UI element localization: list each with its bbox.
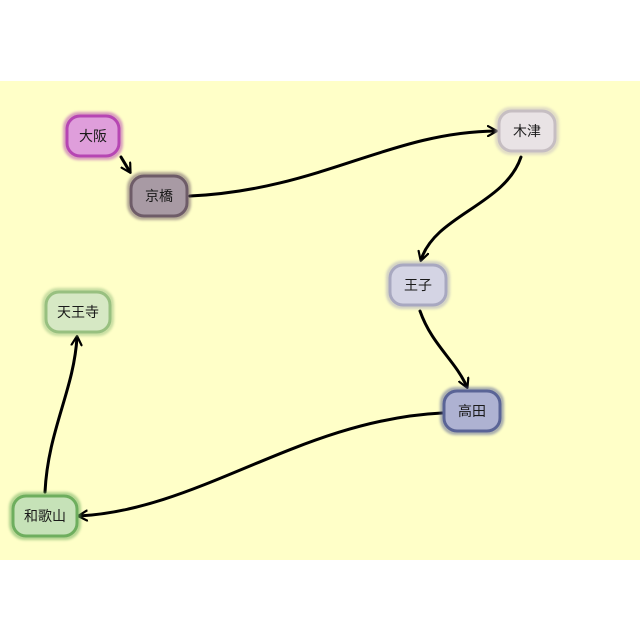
node-tennoji-body [44,290,112,334]
edge-oji-to-takada [418,309,467,387]
node-kizu[interactable]: 木津 [495,107,559,155]
node-oji-shape [386,261,450,309]
node-oji-body [388,263,448,307]
node-takada-body [442,389,502,433]
edge-kizu-to-oji [421,155,523,260]
node-takada-shape [440,387,504,435]
edge-wakayama-to-tennoji [43,337,77,494]
node-takada[interactable]: 高田 [440,387,504,435]
node-wakayama[interactable]: 和歌山 [9,492,81,540]
node-wakayama-shape [9,492,81,540]
node-kyobashi-label: 京橋 [145,189,173,205]
edge-takada-to-wakayama [79,411,444,516]
edge-osaka-to-kyobashi [119,155,130,172]
node-osaka-label: 大阪 [79,129,107,145]
node-kizu-shape [495,107,559,155]
node-kizu-label: 木津 [513,124,541,140]
node-tennoji-shape [42,288,114,336]
edge-kyobashi-to-kizu [188,131,496,198]
node-tennoji-label: 天王寺 [57,305,99,321]
node-kyobashi[interactable]: 京橋 [127,172,191,220]
edges-layer [43,131,523,516]
node-oji-label: 王子 [404,278,432,294]
node-osaka[interactable]: 大阪 [63,112,123,160]
node-osaka-shape [63,112,123,160]
node-kyobashi-body [129,174,189,218]
node-kizu-body [497,109,557,153]
node-tennoji[interactable]: 天王寺 [42,288,114,336]
node-wakayama-label: 和歌山 [24,509,66,525]
node-osaka-body [65,114,121,158]
node-takada-label: 高田 [458,403,486,420]
node-wakayama-body [11,494,79,538]
node-oji[interactable]: 王子 [386,261,450,309]
node-kyobashi-shape [127,172,191,220]
nodes-layer: 大阪 京橋 木津 王子 高田 和歌山 [9,107,559,540]
